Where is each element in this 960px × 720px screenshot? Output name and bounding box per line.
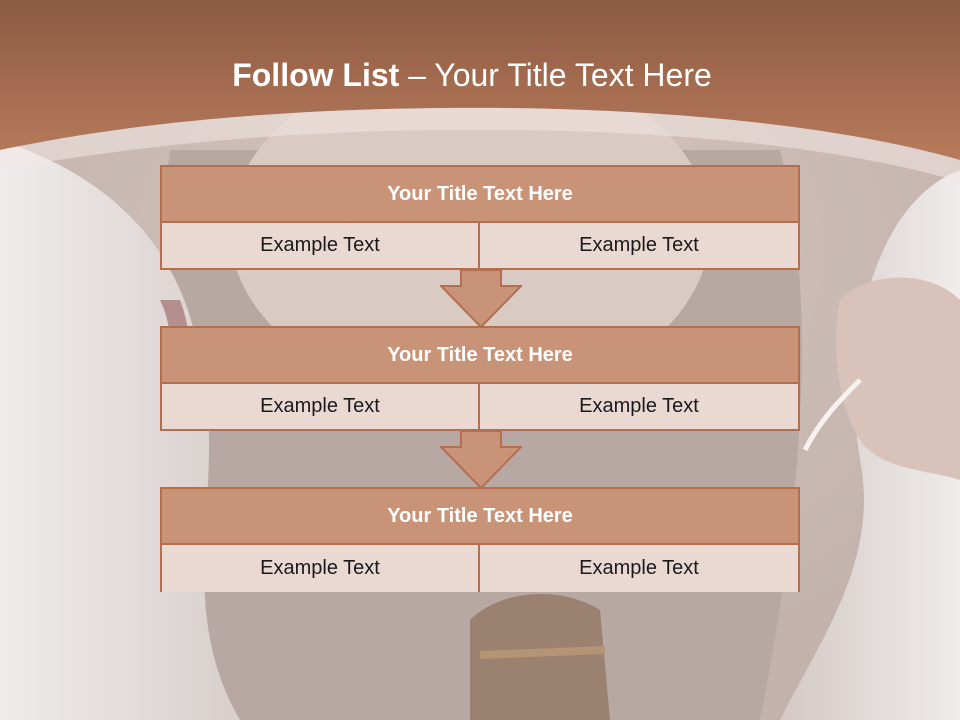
follow-list-row-3: Your Title Text Here Example Text Exampl… bbox=[160, 487, 800, 592]
slide-title-bold: Follow List bbox=[232, 57, 400, 93]
row-3-title: Your Title Text Here bbox=[162, 489, 798, 545]
follow-list-row-2: Your Title Text Here Example Text Exampl… bbox=[160, 326, 800, 431]
down-arrow-icon bbox=[440, 431, 522, 489]
row-3-left-cell: Example Text bbox=[162, 545, 480, 592]
follow-list-row-1: Your Title Text Here Example Text Exampl… bbox=[160, 165, 800, 270]
slide-title: Follow List – Your Title Text Here bbox=[0, 52, 944, 98]
header-band bbox=[0, 0, 960, 182]
row-1-title: Your Title Text Here bbox=[162, 167, 798, 223]
row-3-right-cell: Example Text bbox=[480, 545, 798, 592]
row-1-right-cell: Example Text bbox=[480, 223, 798, 268]
row-2-left-cell: Example Text bbox=[162, 384, 480, 429]
slide-title-rest: – Your Title Text Here bbox=[399, 57, 712, 93]
row-2-right-cell: Example Text bbox=[480, 384, 798, 429]
down-arrow-icon bbox=[440, 270, 522, 328]
row-2-title: Your Title Text Here bbox=[162, 328, 798, 384]
row-1-left-cell: Example Text bbox=[162, 223, 480, 268]
